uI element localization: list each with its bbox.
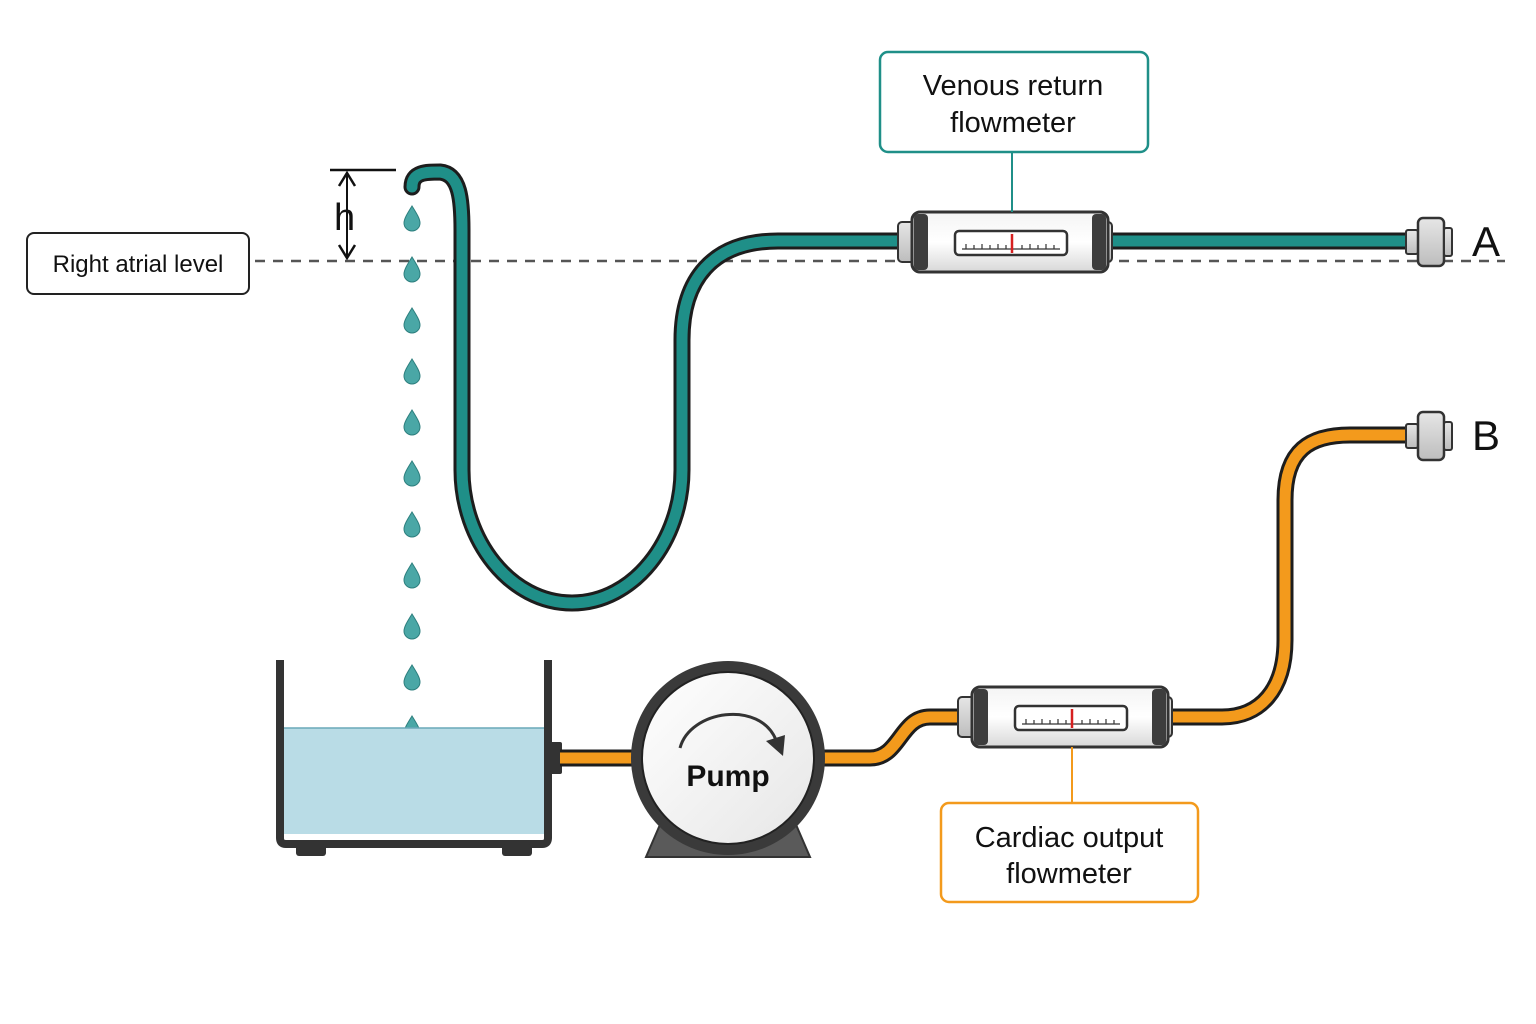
- right-atrial-level-label-box: Right atrial level: [26, 232, 250, 295]
- droplet-icon: [403, 664, 421, 691]
- droplet-icon: [403, 613, 421, 640]
- droplet-icon: [403, 307, 421, 334]
- height-label: h: [334, 197, 355, 239]
- venous-flowmeter-label-box: Venous return flowmeter: [878, 50, 1150, 154]
- droplet-icon: [403, 256, 421, 283]
- droplet-icon: [403, 205, 421, 232]
- outlet-a-label: A: [1472, 218, 1500, 265]
- cardiac-flowmeter-label-line2: flowmeter: [1006, 858, 1132, 890]
- droplet-icon: [403, 511, 421, 538]
- venous-flowmeter: [897, 152, 1113, 274]
- clockwise-arrow-icon: [678, 712, 778, 749]
- double-arrow-icon: [337, 170, 357, 187]
- cardiac-output-flowmeter: [957, 685, 1173, 803]
- outlet-a-connector: A: [1405, 216, 1500, 268]
- venous-flowmeter-label-line2: flowmeter: [950, 107, 1076, 139]
- droplet-icon: [403, 460, 421, 487]
- droplet-column: [403, 205, 421, 742]
- reservoir: [276, 660, 562, 856]
- pump-label: Pump: [686, 760, 769, 793]
- outlet-b-connector: B: [1405, 410, 1500, 462]
- droplet-icon: [403, 409, 421, 436]
- outlet-b-label: B: [1472, 412, 1500, 459]
- cardiac-output-flowmeter-label-box: Cardiac output flowmeter: [939, 801, 1200, 904]
- reservoir-water: [284, 728, 544, 834]
- right-atrial-level-label: Right atrial level: [53, 251, 224, 278]
- pump: Pump: [631, 661, 825, 858]
- venous-flowmeter-label-line1: Venous return: [923, 70, 1104, 102]
- height-marker: h: [330, 168, 396, 261]
- arterial-tube: [560, 426, 1412, 767]
- venous-tube: [403, 163, 1412, 612]
- droplet-icon: [403, 562, 421, 589]
- droplet-icon: [403, 358, 421, 385]
- cardiac-flowmeter-label-line1: Cardiac output: [975, 822, 1164, 854]
